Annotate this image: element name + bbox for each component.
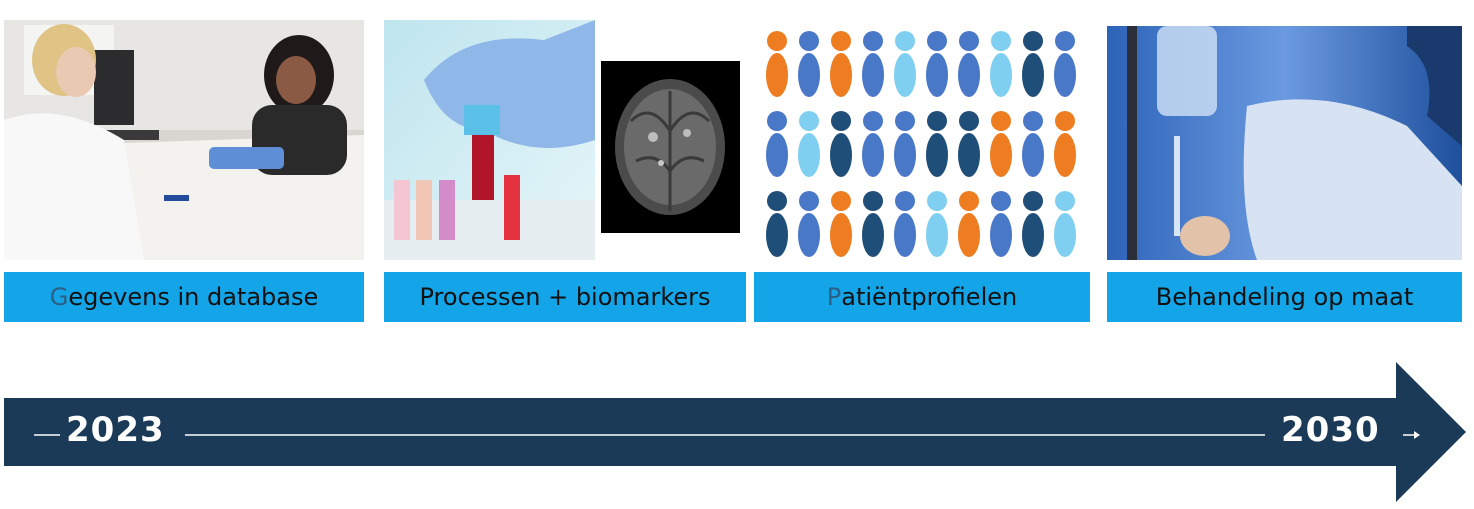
end-year: 2030 <box>1281 410 1380 450</box>
patient-figure <box>1022 31 1044 97</box>
patient-figure <box>958 191 980 257</box>
patient-figure <box>894 111 916 177</box>
stage-label-first-letter: G <box>49 283 69 311</box>
patient-figure <box>766 31 788 97</box>
infusion-photo-icon <box>1107 26 1462 260</box>
consultation-photo-icon <box>4 20 364 260</box>
patient-figure <box>958 31 980 97</box>
timeline-arrow <box>4 362 1466 502</box>
patient-figure <box>766 111 788 177</box>
start-year: 2023 <box>66 410 165 450</box>
patient-figure <box>862 31 884 97</box>
brain-mri-icon <box>601 61 740 233</box>
patient-figure <box>798 111 820 177</box>
patient-figure <box>1054 191 1076 257</box>
stage-label-text: atiëntprofielen <box>841 283 1018 311</box>
patient-figure <box>926 191 948 257</box>
stage-label-text: egevens in database <box>68 283 319 311</box>
patient-figure <box>830 31 852 97</box>
patient-figures-icon <box>760 20 1090 260</box>
patient-figure <box>990 31 1012 97</box>
patient-figure <box>1054 111 1076 177</box>
patient-figure <box>766 191 788 257</box>
stage-label-text: Behandeling op maat <box>1155 283 1414 311</box>
patient-figure <box>862 111 884 177</box>
patient-figure <box>798 191 820 257</box>
stage-label-text: Processen + biomarkers <box>419 283 711 311</box>
patient-figure <box>798 31 820 97</box>
patient-figure <box>830 111 852 177</box>
patient-figure <box>894 31 916 97</box>
patient-figure <box>862 191 884 257</box>
patient-figure <box>990 191 1012 257</box>
patient-figure <box>1022 191 1044 257</box>
patient-figure <box>830 191 852 257</box>
patient-figure <box>1054 31 1076 97</box>
patient-figure <box>958 111 980 177</box>
blood-tube-photo-icon <box>384 20 595 260</box>
patient-figure <box>894 191 916 257</box>
stage-label-treatment: Behandeling op maat <box>1107 272 1462 322</box>
stage-label-biomarkers: Processen + biomarkers <box>384 272 746 322</box>
patient-figure <box>926 111 948 177</box>
patient-figure <box>990 111 1012 177</box>
stage-label-first-letter: P <box>826 283 842 311</box>
patient-figure <box>1022 111 1044 177</box>
patient-figure <box>926 31 948 97</box>
